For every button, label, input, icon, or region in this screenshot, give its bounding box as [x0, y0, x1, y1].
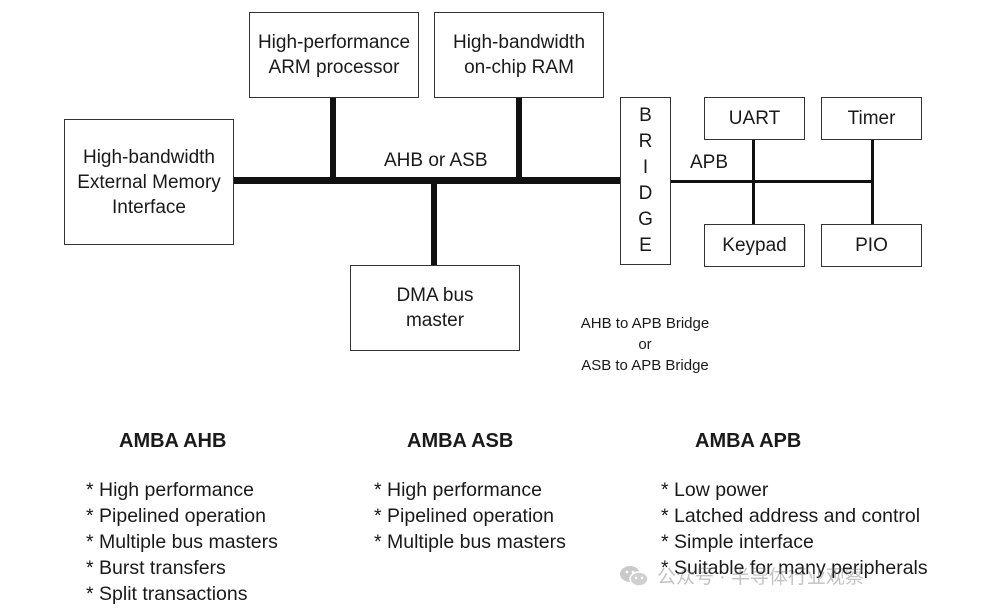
feature-item: * Split transactions — [86, 583, 248, 605]
amba-apb-title: AMBA APB — [695, 430, 802, 452]
ram-bus-connector — [516, 96, 522, 181]
amba-apb-features: * Low power * Latched address and contro… — [661, 477, 928, 581]
ahb-asb-bus-label: AHB or ASB — [384, 150, 488, 171]
dma-bus-master-box: DMA bus master — [350, 265, 520, 351]
keypad-label: Keypad — [722, 235, 787, 256]
arm-processor-box: High-performance ARM processor — [249, 12, 419, 98]
bridge-letters: B R I D G E — [638, 103, 653, 259]
amba-asb-title: AMBA ASB — [407, 430, 514, 452]
bridge-letter: D — [638, 183, 653, 204]
timer-box: Timer — [821, 97, 922, 140]
external-memory-interface-box: High-bandwidth External Memory Interface — [64, 119, 234, 245]
on-chip-ram-box: High-bandwidth on-chip RAM — [434, 12, 604, 98]
apb-bus-line — [671, 180, 874, 183]
bridge-letter: I — [642, 157, 649, 178]
bridge-note-line: ASB to APB Bridge — [581, 357, 709, 374]
arm-processor-label: High-performance ARM processor — [257, 32, 411, 78]
bridge-letter: E — [639, 235, 652, 256]
feature-item: * Multiple bus masters — [86, 531, 278, 553]
feature-item: * High performance — [86, 479, 254, 501]
external-memory-interface-label: High-bandwidth External Memory Interface — [77, 146, 221, 218]
amba-ahb-title: AMBA AHB — [119, 430, 227, 452]
on-chip-ram-label: High-bandwidth on-chip RAM — [452, 32, 586, 78]
bridge-note-line: AHB to APB Bridge — [580, 315, 710, 332]
dma-bus-master-label: DMA bus master — [396, 285, 474, 331]
uart-keypad-connector — [752, 138, 755, 226]
amba-asb-features: * High performance * Pipelined operation… — [374, 477, 566, 555]
pio-label: PIO — [855, 235, 888, 256]
timer-pio-connector — [871, 138, 874, 226]
arm-bus-connector — [330, 96, 336, 181]
wechat-icon — [620, 565, 649, 587]
amba-ahb-features: * High performance * Pipelined operation… — [86, 477, 278, 607]
ahb-asb-bus-line — [233, 177, 621, 184]
feature-item: * Pipelined operation — [86, 505, 266, 527]
watermark: 公众号 · 半导体行业观察 — [619, 562, 864, 589]
pio-box: PIO — [821, 224, 922, 267]
keypad-box: Keypad — [704, 224, 805, 267]
feature-item: * Pipelined operation — [374, 505, 554, 527]
feature-item: * Multiple bus masters — [374, 531, 566, 553]
apb-bus-label: APB — [690, 152, 729, 173]
feature-item: * Low power — [661, 479, 769, 501]
bridge-note: AHB to APB Bridge or ASB to APB Bridge — [571, 313, 719, 376]
feature-item: * High performance — [374, 479, 542, 501]
bridge-letter: B — [639, 105, 652, 126]
watermark-text: 公众号 · 半导体行业观察 — [657, 567, 864, 588]
bridge-letter: G — [638, 209, 653, 230]
feature-item: * Burst transfers — [86, 557, 226, 579]
uart-label: UART — [728, 108, 781, 129]
timer-label: Timer — [847, 108, 896, 129]
feature-item: * Latched address and control — [661, 505, 921, 527]
dma-bus-connector — [431, 180, 437, 267]
uart-box: UART — [704, 97, 805, 140]
bridge-note-line: or — [638, 336, 652, 353]
bridge-box: B R I D G E — [620, 97, 671, 265]
feature-item: * Suitable for many peripherals — [661, 557, 928, 579]
bridge-letter: R — [638, 131, 653, 152]
feature-item: * Simple interface — [661, 531, 814, 553]
